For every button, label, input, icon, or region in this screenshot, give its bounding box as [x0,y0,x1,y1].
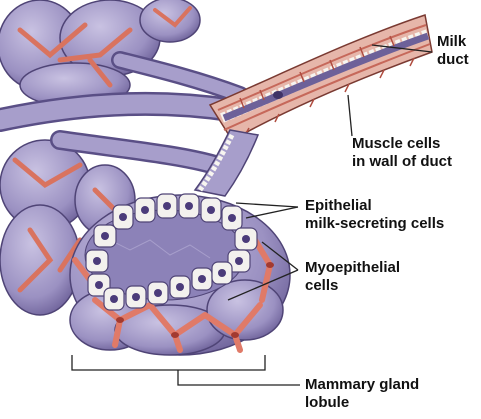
milk-duct-label-2: duct [437,51,469,68]
top-middle-lobule [140,0,200,42]
lobule-bracket [72,355,300,385]
main-lobule [70,194,290,355]
myoepithelial-label-2: cells [305,277,338,294]
lobule-label-2: lobule [305,394,349,411]
milk-duct-label-1: Milk [437,33,467,50]
milk-duct [210,15,432,140]
lobule-label-1: Mammary gland [305,376,419,393]
epithelial-label-2: milk-secreting cells [305,215,444,232]
muscle-cells-label-2: in wall of duct [352,153,452,170]
epithelial-label-1: Epithelial [305,197,372,214]
top-left-lobule [0,0,160,107]
muscle-cells-label-1: Muscle cells [352,135,440,152]
myoepithelial-label-1: Myoepithelial [305,259,400,276]
